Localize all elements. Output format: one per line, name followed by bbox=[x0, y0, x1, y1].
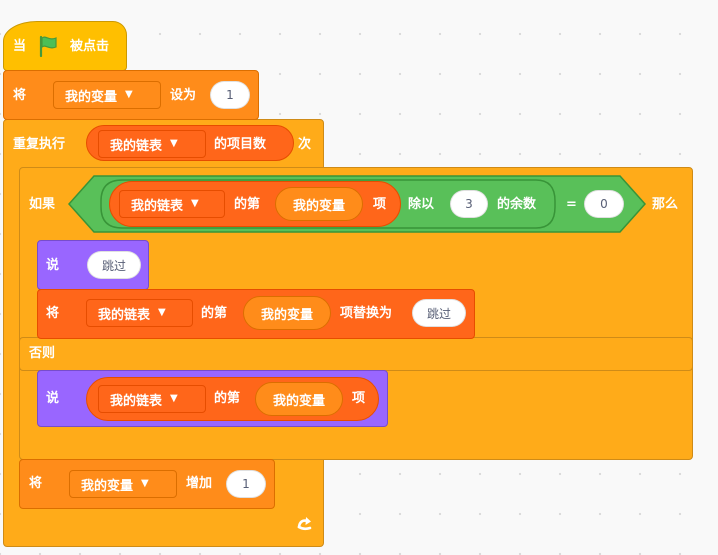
to-label: 设为 bbox=[170, 88, 197, 103]
list-dropdown[interactable]: 我的链表 ▼ bbox=[86, 299, 193, 327]
variable-reporter[interactable]: 我的变量 bbox=[255, 382, 343, 416]
set-label: 将 bbox=[13, 88, 27, 103]
repeat-label: 重复执行 bbox=[13, 137, 66, 152]
list-length-label: 的项目数 bbox=[214, 137, 267, 152]
variable-dropdown[interactable]: 我的变量 ▼ bbox=[53, 81, 161, 109]
clicked-label: 被点击 bbox=[70, 39, 110, 54]
divisor-input[interactable]: 3 bbox=[450, 190, 488, 218]
list-dropdown[interactable]: 我的链表 ▼ bbox=[98, 385, 206, 413]
list-name: 我的链表 bbox=[98, 307, 151, 323]
then-label: 那么 bbox=[652, 197, 679, 212]
list-dropdown[interactable]: 我的链表 ▼ bbox=[98, 130, 206, 158]
if-label: 如果 bbox=[29, 197, 56, 212]
change-set-label: 将 bbox=[29, 476, 43, 491]
list-dropdown[interactable]: 我的链表 ▼ bbox=[119, 190, 225, 218]
variable-dropdown[interactable]: 我的变量 ▼ bbox=[69, 470, 177, 498]
replace-with-label: 项替换为 bbox=[340, 306, 393, 321]
chevron-down-icon: ▼ bbox=[191, 198, 199, 209]
else-bar bbox=[19, 337, 693, 371]
loop-arrow-icon bbox=[297, 517, 312, 531]
compare-value-input[interactable]: 0 bbox=[584, 190, 624, 218]
mod-label: 除以 bbox=[408, 197, 435, 212]
say-label: 说 bbox=[46, 391, 60, 406]
replace-value-input[interactable]: 跳过 bbox=[412, 299, 466, 327]
say-message-input[interactable]: 跳过 bbox=[87, 251, 141, 279]
item-of-label: 的第 bbox=[214, 391, 241, 406]
say-label: 说 bbox=[46, 258, 60, 273]
else-label: 否则 bbox=[29, 346, 56, 361]
when-label: 当 bbox=[13, 39, 27, 54]
item-of-label: 的第 bbox=[201, 306, 228, 321]
replace-set-label: 将 bbox=[46, 306, 60, 321]
variable-reporter[interactable]: 我的变量 bbox=[275, 187, 363, 221]
item-label: 项 bbox=[352, 391, 366, 406]
chevron-down-icon: ▼ bbox=[141, 478, 149, 489]
list-name: 我的链表 bbox=[110, 138, 163, 154]
change-by-label: 增加 bbox=[186, 476, 213, 491]
variable-name: 我的变量 bbox=[65, 89, 118, 105]
equals-label: = bbox=[566, 197, 577, 212]
chevron-down-icon: ▼ bbox=[170, 138, 178, 149]
chevron-down-icon: ▼ bbox=[125, 89, 133, 100]
list-name: 我的链表 bbox=[110, 393, 163, 409]
variable-name: 我的变量 bbox=[81, 478, 134, 494]
times-label: 次 bbox=[298, 137, 312, 152]
remainder-label: 的余数 bbox=[497, 197, 537, 212]
variable-reporter[interactable]: 我的变量 bbox=[243, 296, 331, 330]
change-value-input[interactable]: 1 bbox=[226, 470, 266, 498]
item-of-label: 的第 bbox=[234, 197, 261, 212]
chevron-down-icon: ▼ bbox=[170, 393, 178, 404]
chevron-down-icon: ▼ bbox=[158, 307, 166, 318]
item-label: 项 bbox=[373, 197, 387, 212]
set-value-input[interactable]: 1 bbox=[210, 81, 250, 109]
list-name: 我的链表 bbox=[131, 198, 184, 214]
green-flag-icon[interactable] bbox=[38, 35, 60, 57]
